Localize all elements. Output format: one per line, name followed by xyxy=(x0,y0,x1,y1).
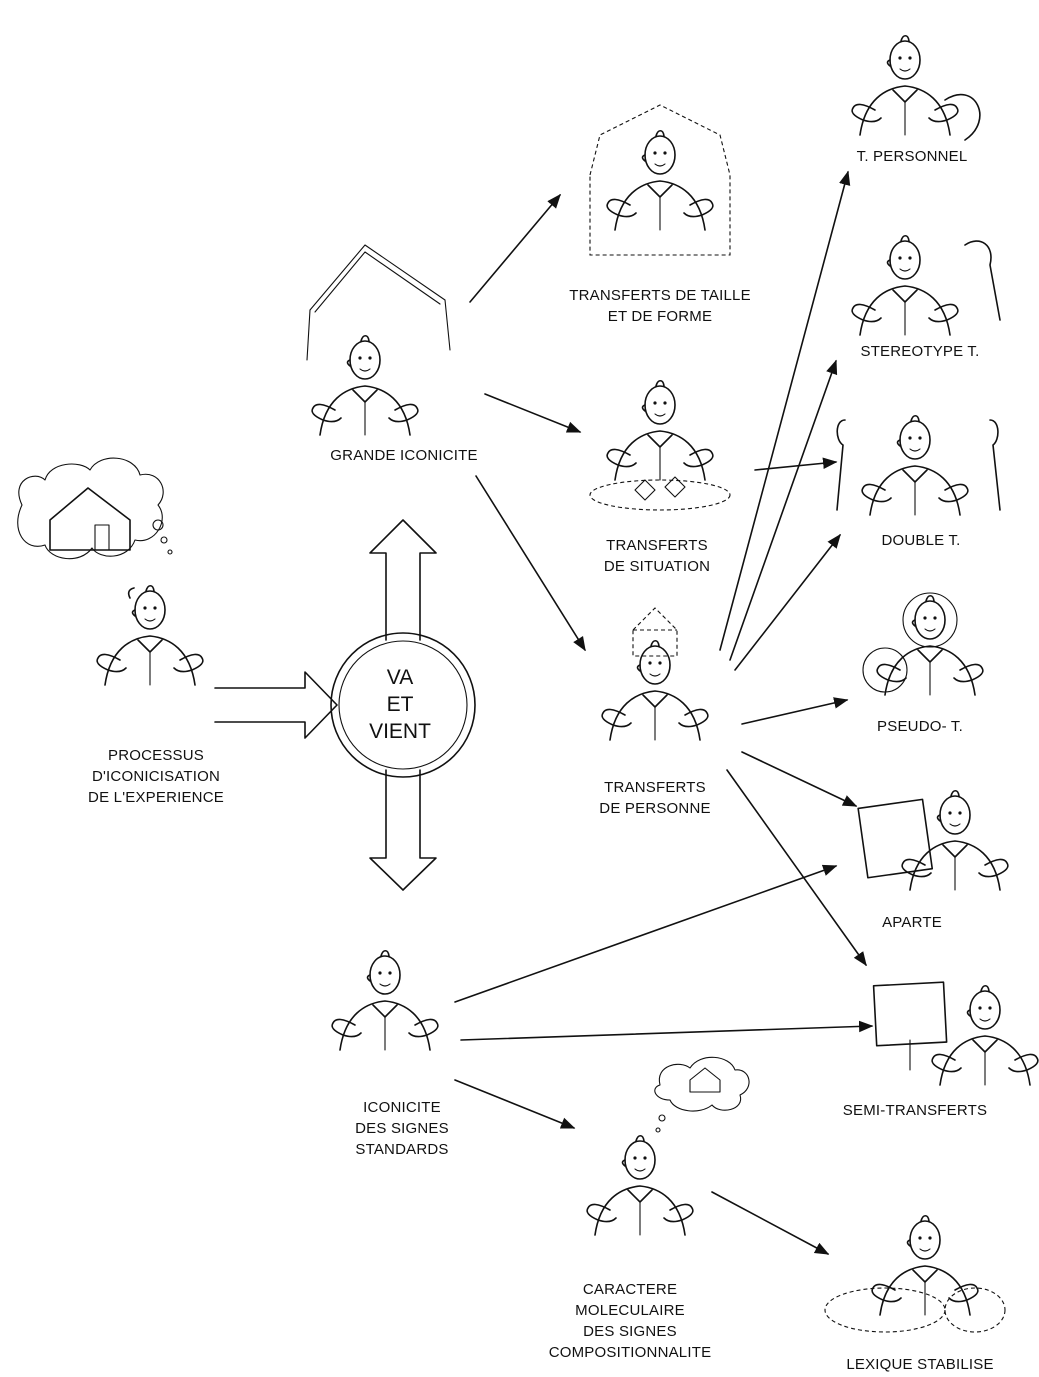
double-label: DOUBLE T. xyxy=(881,532,961,549)
gesturing-person-icon xyxy=(306,244,451,436)
house-thought-icon xyxy=(17,457,173,560)
pseudo-transfer-icon xyxy=(862,592,984,696)
stereotype-label: STEREOTYPE T. xyxy=(860,343,980,360)
t-personnel-label: T. PERSONNEL xyxy=(856,148,968,165)
person-transfer-person-icon xyxy=(601,607,709,741)
grande-iconicite-label: GRANDE ICONICITE xyxy=(330,447,478,464)
aparte-label: APARTE xyxy=(882,914,942,931)
pseudo-label: PSEUDO- T. xyxy=(877,718,963,735)
va-et-vient-circle xyxy=(330,632,476,778)
aparte-icon xyxy=(857,789,1009,891)
processus-to-vaetvient-arrow xyxy=(214,671,338,739)
lexique-label: LEXIQUE STABILISE xyxy=(846,1356,994,1373)
semi-transfer-icon xyxy=(872,981,1039,1086)
size-shape-transfer-person-icon xyxy=(589,104,731,256)
personal-transfer-icon xyxy=(851,34,981,141)
vertical-double-arrow xyxy=(369,519,437,641)
stereotype-transfer-icon xyxy=(851,234,1001,336)
connector-arrows xyxy=(454,170,874,1255)
molecular-sign-person-icon xyxy=(586,1056,750,1236)
stabilized-lexicon-icon xyxy=(824,1214,1006,1333)
standard-sign-person-icon xyxy=(331,949,439,1051)
situation-transfer-person-icon xyxy=(589,379,731,511)
semi-transferts-label: SEMI-TRANSFERTS xyxy=(842,1102,988,1119)
double-transfer-icon xyxy=(836,414,1001,516)
thinking-person-icon xyxy=(96,584,204,686)
